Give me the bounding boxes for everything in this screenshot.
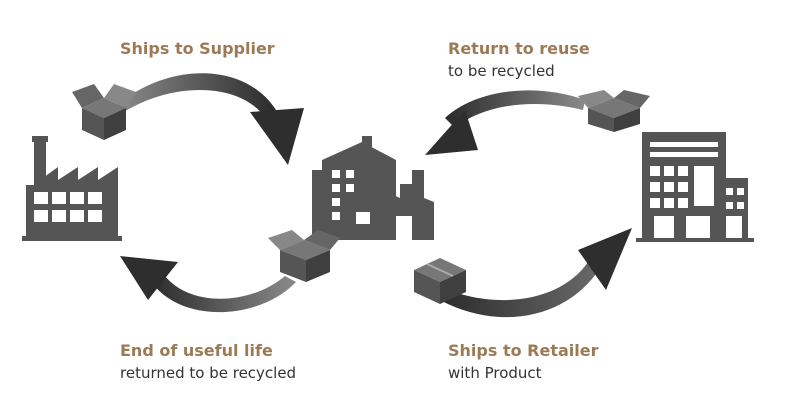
arrow-ships-to-supplier (118, 73, 304, 165)
box-icon-open-center (268, 230, 340, 282)
label-subtitle: to be recycled (448, 62, 555, 80)
label-subtitle: with Product (448, 364, 542, 382)
label-end-of-useful-life: End of useful life returned to be recycl… (120, 340, 296, 384)
factory-icon (22, 136, 122, 241)
box-icon-closed (414, 258, 466, 304)
box-icon-open-right (578, 90, 650, 132)
label-subtitle: returned to be recycled (120, 364, 297, 382)
label-ships-to-supplier: Ships to Supplier (120, 38, 275, 60)
supplier-buildings-icon (312, 136, 434, 240)
arrow-end-of-useful-life (120, 256, 296, 313)
label-title: End of useful life (120, 341, 273, 360)
label-ships-to-retailer: Ships to Retailer with Product (448, 340, 598, 384)
label-title: Return to reuse (448, 39, 590, 58)
label-title: Ships to Supplier (120, 39, 275, 58)
arrow-return-to-reuse (425, 90, 585, 155)
box-icon-open-left (72, 84, 136, 140)
label-title: Ships to Retailer (448, 341, 599, 360)
label-return-to-reuse: Return to reuse to be recycled (448, 38, 590, 82)
arrow-ships-to-retailer (440, 228, 632, 318)
retailer-building-icon (636, 132, 754, 242)
